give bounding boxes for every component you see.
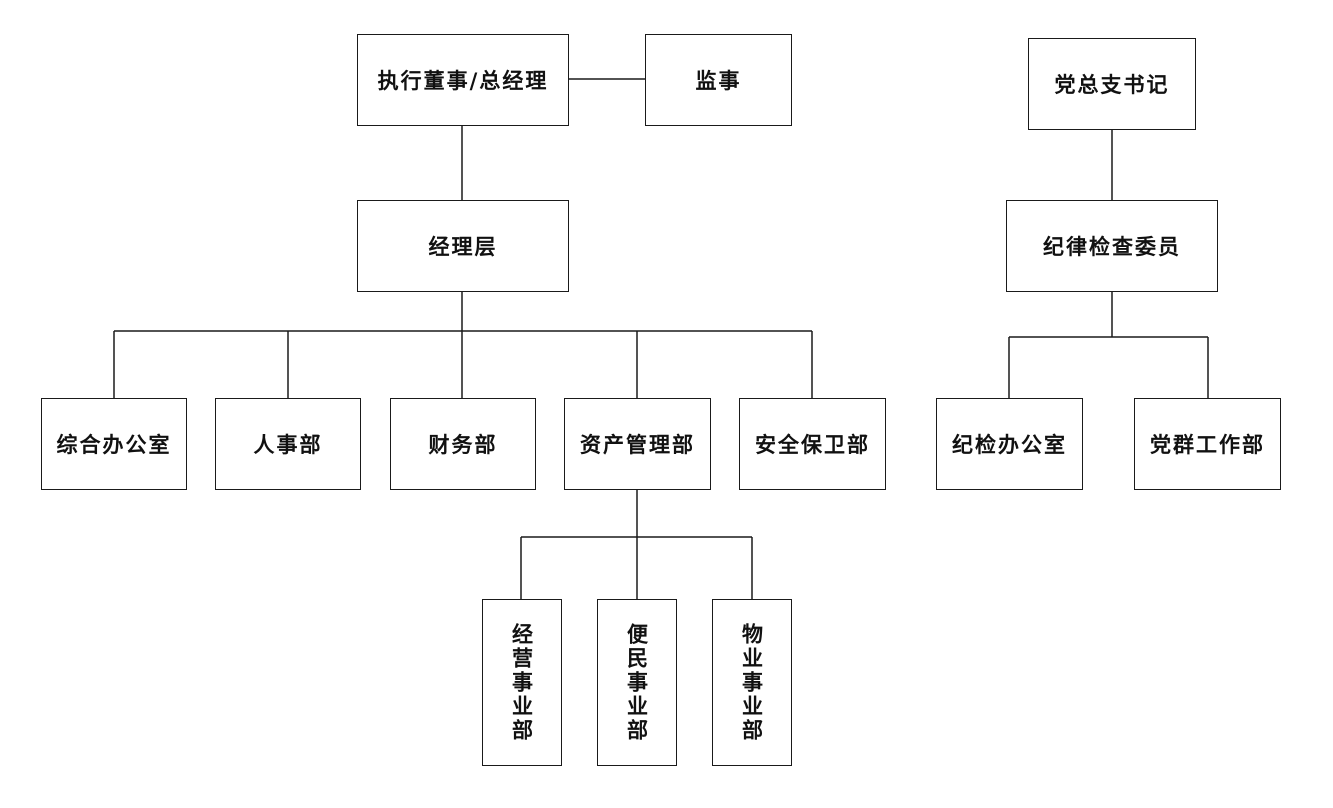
node-finance-dept: 财务部	[390, 398, 536, 490]
node-security-dept: 安全保卫部	[739, 398, 886, 490]
node-party-secretary: 党总支书记	[1028, 38, 1196, 130]
node-supervisor: 监事	[645, 34, 792, 126]
node-label: 纪检办公室	[952, 432, 1067, 457]
node-management: 经理层	[357, 200, 569, 292]
node-label: 便民事业部	[624, 622, 650, 743]
node-label: 人事部	[253, 432, 323, 457]
node-label: 纪律检查委员	[1043, 234, 1181, 259]
node-label: 监事	[695, 68, 742, 93]
node-discipline-committee: 纪律检查委员	[1006, 200, 1218, 292]
node-asset-mgmt-dept: 资产管理部	[564, 398, 711, 490]
node-label: 安全保卫部	[755, 432, 870, 457]
node-label: 物业事业部	[739, 622, 765, 743]
node-label: 财务部	[428, 432, 498, 457]
node-convenience-unit: 便民事业部	[597, 599, 677, 766]
node-label: 党总支书记	[1054, 72, 1170, 97]
node-executive-director: 执行董事/总经理	[357, 34, 569, 126]
node-label: 经营事业部	[509, 622, 535, 743]
node-operations-unit: 经营事业部	[482, 599, 562, 766]
node-label: 综合办公室	[56, 432, 172, 457]
node-general-office: 综合办公室	[41, 398, 187, 490]
node-hr-dept: 人事部	[215, 398, 361, 490]
node-property-unit: 物业事业部	[712, 599, 792, 766]
node-discipline-office: 纪检办公室	[936, 398, 1083, 490]
node-label: 资产管理部	[580, 432, 695, 457]
node-label: 经理层	[428, 234, 498, 259]
node-party-work-dept: 党群工作部	[1134, 398, 1281, 490]
node-label: 党群工作部	[1150, 432, 1265, 457]
node-label: 执行董事/总经理	[377, 68, 549, 93]
